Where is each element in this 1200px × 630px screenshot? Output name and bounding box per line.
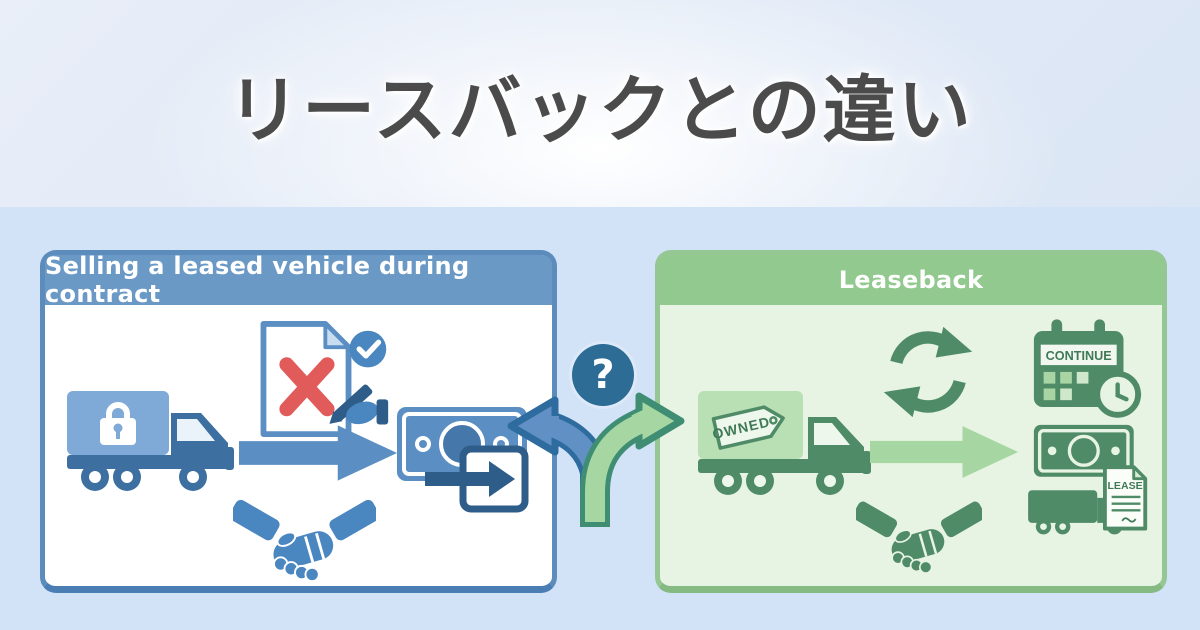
flow-arrow-icon [870,426,1018,478]
money-icon [1033,424,1134,477]
calendar-label: CONTINUE [1046,349,1112,363]
hand-pen-icon [329,384,389,425]
owned-truck-icon: OWNED [698,391,871,495]
split-direction-arrow-icon [507,392,685,527]
panel-leaseback: Leaseback OWNED [655,250,1167,593]
clock-badge [1094,370,1142,418]
right-panel-title: Leaseback [660,255,1162,305]
question-mark-glyph: ? [591,352,615,398]
red-x-icon [279,357,335,417]
page-title: リースバックとの違い [227,67,973,153]
money-lease-truck-cluster: LEASE [1028,424,1148,535]
money-transfer-icon [397,407,529,513]
approval-check-icon [349,330,387,368]
locked-truck-icon [67,391,234,491]
handshake-icon [856,501,982,574]
hero-banner: リースバックとの違い [0,0,1200,207]
lease-document-label: LEASE [1107,480,1142,492]
rejected-contract-icon [260,321,389,438]
cycle-icon [883,326,973,418]
left-panel-title: Selling a leased vehicle during contract [45,252,552,308]
handshake-icon [233,499,376,583]
split-arrow-right-branch [580,392,685,527]
panel-selling-leased-vehicle: Selling a leased vehicle during contract [40,250,557,593]
content-band: Selling a leased vehicle during contract [0,207,1200,630]
question-mark-icon: ? [572,344,634,406]
flow-arrow-icon [239,425,397,481]
lease-document-icon: LEASE [1103,465,1148,531]
owned-tag: OWNED [711,405,785,450]
continue-calendar-clock-icon: CONTINUE [1033,319,1142,418]
